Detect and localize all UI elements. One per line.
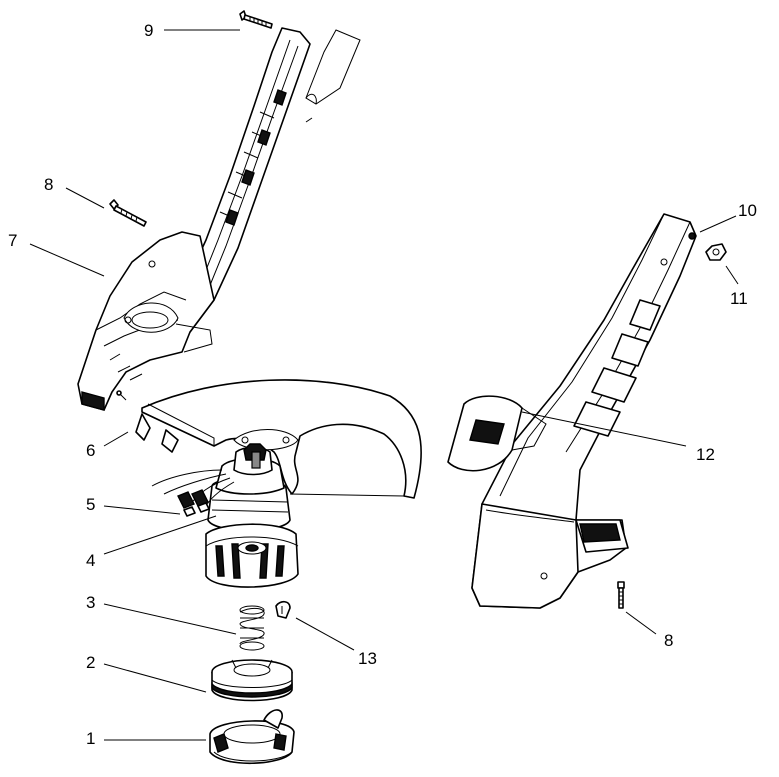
callout-labels: 9 8 7 6 5 4 3 2 1 13 10 11 12 8	[8, 21, 757, 748]
spool-cap-1	[209, 709, 295, 765]
housing-right-half	[447, 213, 697, 609]
callout-8-left: 8	[44, 175, 53, 194]
callout-12: 12	[696, 445, 715, 464]
spring-3	[239, 605, 265, 651]
screw-8-left	[109, 199, 147, 227]
callout-11: 11	[730, 289, 748, 308]
motor-assembly	[151, 443, 291, 532]
shaft-tube	[305, 29, 361, 123]
callout-8-right: 8	[664, 631, 673, 650]
callout-5: 5	[86, 495, 95, 514]
screw-9	[239, 10, 273, 29]
grass-guard	[116, 379, 422, 499]
callout-13: 13	[358, 649, 377, 668]
clip-13	[275, 600, 291, 619]
housing-left-half	[77, 27, 311, 411]
spool-2	[211, 659, 293, 702]
leader-lines	[29, 29, 739, 741]
callout-9: 9	[144, 21, 153, 40]
callout-4: 4	[86, 551, 95, 570]
fan-housing	[205, 523, 299, 588]
callout-3: 3	[86, 593, 95, 612]
callout-7: 7	[8, 231, 17, 250]
nut-11	[705, 243, 727, 261]
callout-6: 6	[86, 441, 95, 460]
callout-2: 2	[86, 653, 95, 672]
callout-10: 10	[738, 201, 757, 220]
screw-8-right	[617, 581, 625, 609]
callout-1: 1	[86, 729, 95, 748]
